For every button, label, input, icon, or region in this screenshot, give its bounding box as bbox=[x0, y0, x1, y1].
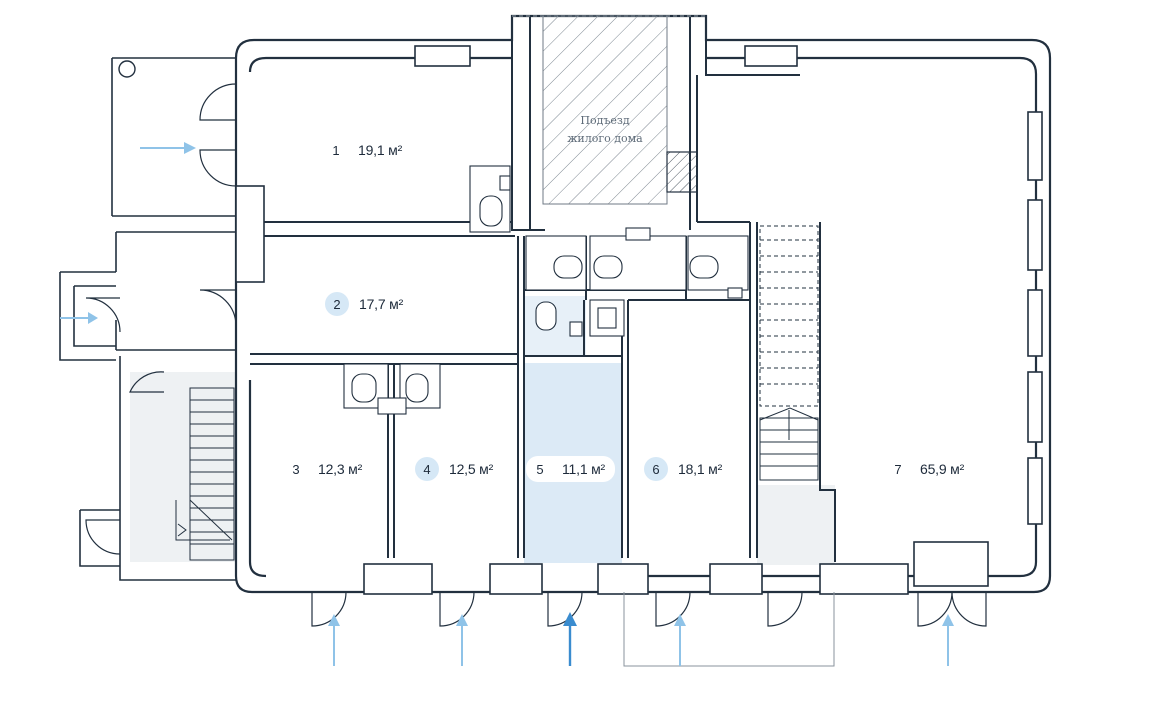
stair-right-fill bbox=[757, 485, 835, 565]
porch-outline bbox=[623, 592, 835, 667]
residential-entrance-line2: жилого дома bbox=[567, 132, 643, 145]
room-3-label[interactable]: 3 12,3 м² bbox=[284, 457, 362, 481]
room-4-area: 12,5 м² bbox=[449, 461, 494, 477]
room-1-label[interactable]: 1 19,1 м² bbox=[324, 138, 402, 162]
entrance-arrow-active[interactable] bbox=[563, 612, 577, 666]
stairs-right bbox=[759, 225, 819, 481]
stair-left-fill bbox=[130, 372, 235, 562]
room-5-area: 11,1 м² bbox=[562, 461, 605, 477]
room-7-number: 7 bbox=[894, 461, 902, 477]
room-5-number: 5 bbox=[536, 461, 544, 477]
residential-entrance-label: Подъезд жилого дома bbox=[555, 112, 655, 148]
entrance-arrows bbox=[60, 142, 954, 666]
room-1-number: 1 bbox=[332, 142, 340, 158]
residential-entrance-line1: Подъезд bbox=[580, 114, 630, 127]
room-3-area: 12,3 м² bbox=[318, 461, 363, 477]
room-5-label[interactable]: 5 11,1 м² bbox=[526, 456, 615, 482]
room-1-area: 19,1 м² bbox=[358, 142, 403, 158]
room-6-label[interactable]: 6 18,1 м² bbox=[644, 457, 722, 481]
room-6-area: 18,1 м² bbox=[678, 461, 723, 477]
left-annex bbox=[59, 57, 236, 581]
room-6-number: 6 bbox=[644, 457, 668, 481]
room-7-label[interactable]: 7 65,9 м² bbox=[886, 457, 964, 481]
room-3-number: 3 bbox=[292, 461, 300, 477]
downpipe-icon bbox=[118, 60, 136, 78]
residential-entrance-hatch bbox=[542, 15, 668, 205]
stairs-left bbox=[175, 387, 235, 561]
room-7-area: 65,9 м² bbox=[920, 461, 965, 477]
windows bbox=[235, 45, 1043, 595]
room-2-number: 2 bbox=[325, 292, 349, 316]
room-4-label[interactable]: 4 12,5 м² bbox=[415, 457, 493, 481]
room-2-label[interactable]: 2 17,7 м² bbox=[325, 292, 403, 316]
shaft-hatch bbox=[666, 151, 698, 193]
room-4-number: 4 bbox=[415, 457, 439, 481]
room-2-area: 17,7 м² bbox=[359, 296, 404, 312]
toilet-icons bbox=[343, 165, 749, 415]
